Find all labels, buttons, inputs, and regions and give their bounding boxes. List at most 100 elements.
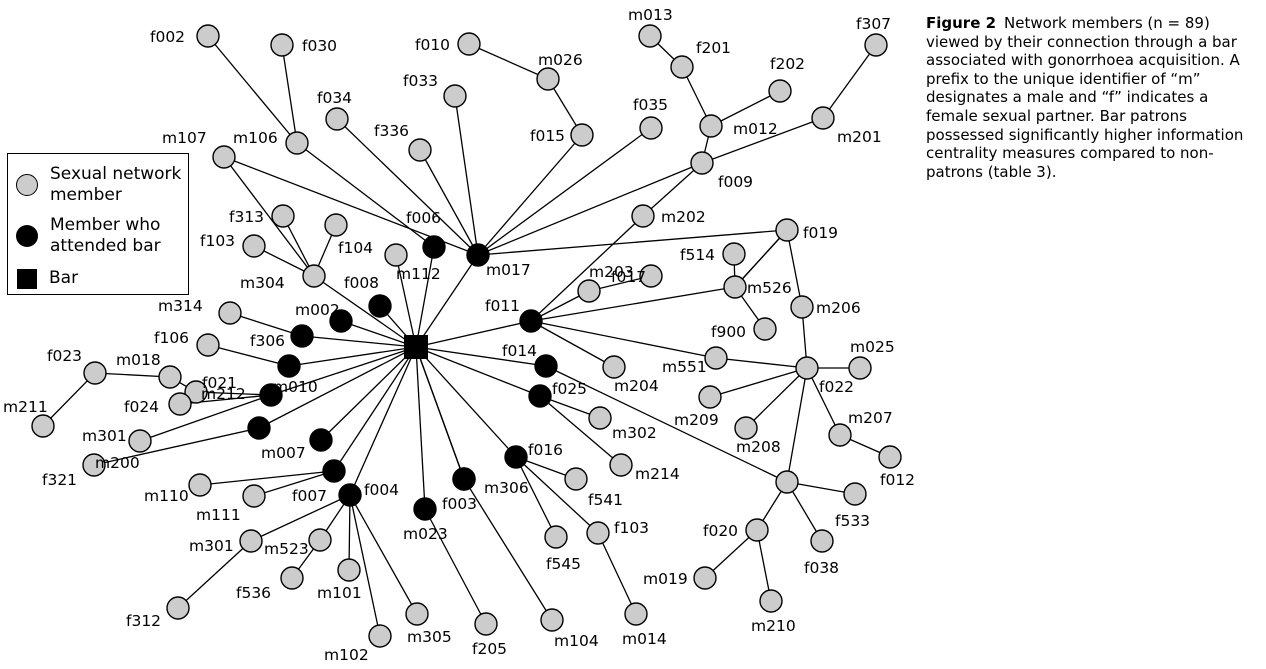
edge-m112-bar (395, 254, 417, 348)
bar-node (404, 335, 428, 359)
node-label-m304: m304 (240, 274, 285, 292)
edge-f020-m019 (704, 529, 758, 579)
node-label-f541: f541 (588, 491, 623, 509)
node-label-m314: m314 (158, 297, 203, 315)
node-label-f002: f002 (150, 28, 185, 46)
edge-f004-bar (349, 346, 417, 496)
node-label-f312: f312 (126, 612, 161, 630)
node-label-m025: m025 (850, 338, 895, 356)
edge-m017-bar (415, 254, 479, 348)
node-m212 (259, 383, 283, 407)
node-label-m013: m013 (628, 6, 673, 24)
node-m202 (631, 204, 655, 228)
node-label-m211: m211 (3, 398, 48, 416)
node-f312 (166, 596, 190, 620)
node-m110 (188, 473, 212, 497)
node-label-m112: m112 (396, 265, 441, 283)
node-label-m301a: m301 (82, 427, 127, 445)
node-label-f035: f035 (633, 96, 668, 114)
node-f035 (639, 116, 663, 140)
node-label-f201: f201 (696, 39, 731, 57)
node-label-f202: f202 (770, 55, 805, 73)
node-f017 (639, 264, 663, 288)
node-label-m306: m306 (484, 479, 529, 497)
node-f023 (83, 361, 107, 385)
edge-f306-bar (301, 335, 417, 348)
node-label-f021: f021 (202, 374, 237, 392)
edge-f009-m017 (477, 162, 703, 256)
node-f536 (280, 566, 304, 590)
edge-m010-bar (288, 346, 417, 367)
edge-m301a-m212 (139, 394, 272, 442)
node-f011 (519, 309, 543, 333)
legend-item-network-member: Sexual network member (16, 164, 190, 206)
gray-circle-icon (16, 174, 38, 196)
node-m002 (329, 309, 353, 333)
node-label-m019: m019 (643, 570, 688, 588)
node-f545 (544, 525, 568, 549)
node-m007 (309, 428, 333, 452)
node-label-m523: m523 (264, 540, 309, 558)
node-m200 (247, 416, 271, 440)
edge-m200-bar (258, 346, 417, 429)
node-m201 (811, 106, 835, 130)
node-m526 (723, 275, 747, 299)
node-f002 (196, 24, 220, 48)
node-m104 (540, 608, 564, 632)
node-m306 (452, 467, 476, 491)
node-f025 (528, 384, 552, 408)
node-label-f545: f545 (546, 555, 581, 573)
edge-f103b-m014 (597, 532, 637, 615)
edge-m305-f004 (349, 494, 418, 615)
edge-f021-m212 (195, 391, 272, 396)
edge-f015-m017 (477, 134, 583, 256)
edge-f014-bar (415, 346, 547, 367)
node-label-m208: m208 (736, 438, 781, 456)
edge-f035-m017 (477, 127, 652, 256)
node-f307 (864, 33, 888, 57)
node-m209 (698, 385, 722, 409)
edge-f022-m207 (806, 367, 841, 436)
node-m203 (577, 279, 601, 303)
node-label-m203: m203 (589, 263, 634, 281)
node-label-f313: f313 (229, 208, 264, 226)
edge-f019-m206 (786, 229, 803, 308)
node-f016 (504, 445, 528, 469)
edge-f011-m204 (530, 320, 615, 368)
node-hub2 (775, 470, 799, 494)
node-label-f008: f008 (344, 274, 379, 292)
node-label-f003: f003 (442, 495, 477, 513)
node-m204 (602, 355, 626, 379)
node-label-m104: m104 (554, 632, 599, 650)
node-m111 (242, 484, 266, 508)
node-label-f106: f106 (154, 329, 189, 347)
node-f202 (768, 79, 792, 103)
node-label-f022: f022 (819, 378, 854, 396)
nodes-layer (31, 24, 902, 648)
node-label-m214: m214 (635, 465, 680, 483)
node-label-f205: f205 (472, 640, 507, 658)
node-label-m209: m209 (674, 411, 719, 429)
edge-f014-hub2 (545, 365, 788, 483)
node-f106 (196, 333, 220, 357)
node-m106 (285, 131, 309, 155)
node-label-m207: m207 (848, 409, 893, 427)
edge-f010-m026 (468, 43, 549, 80)
node-f034 (325, 107, 349, 131)
edge-f022-m208 (745, 367, 808, 429)
node-label-f030: f030 (302, 37, 337, 55)
node-label-m012: m012 (733, 120, 778, 138)
node-label-f033: f033 (403, 72, 438, 90)
edge-f002-m106 (207, 35, 298, 144)
edge-m551-f022 (715, 357, 808, 369)
caption-text: Network members (n = 89) viewed by their… (926, 14, 1244, 181)
edge-f025-bar (415, 346, 541, 397)
node-m023 (413, 497, 437, 521)
node-label-f307: f307 (856, 15, 891, 33)
node-label-m014: m014 (622, 630, 667, 648)
node-f201 (670, 55, 694, 79)
node-label-m107: m107 (162, 129, 207, 147)
edge-f312-m301b (177, 540, 252, 609)
node-label-f017: f017 (611, 268, 646, 286)
